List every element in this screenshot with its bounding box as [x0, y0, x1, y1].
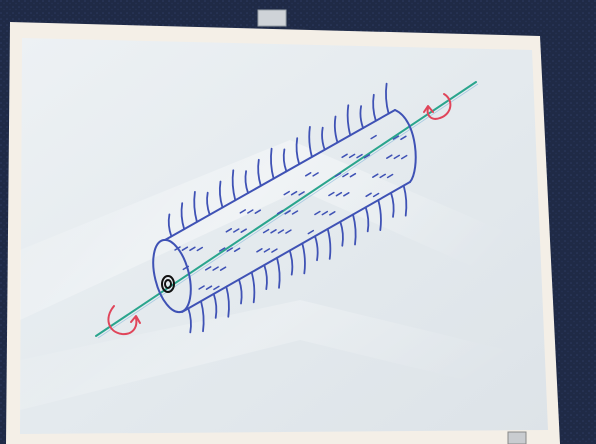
corner-object — [508, 432, 526, 444]
board-clip — [258, 10, 286, 26]
